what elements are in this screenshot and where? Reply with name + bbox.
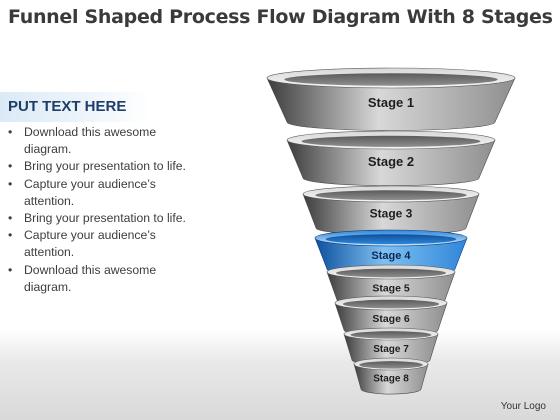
- funnel-ring-body: [353, 363, 429, 395]
- funnel-ring-opening: [284, 73, 498, 86]
- bullet-text: Download this awesome diagram.: [24, 262, 157, 294]
- funnel-ring-opening: [359, 361, 423, 369]
- funnel-stage-3: Stage 3: [302, 185, 480, 236]
- bullet-item: • Download this awesome diagram.: [6, 262, 191, 296]
- funnel-stage-8: Stage 8: [353, 357, 429, 395]
- funnel-ring-opening: [325, 234, 457, 245]
- bullet-text: Download this awesome diagram.: [24, 125, 157, 157]
- funnel-ring-opening: [350, 331, 432, 339]
- bullet-dot: •: [8, 211, 13, 226]
- bullet-item: • Download this awesome diagram.: [6, 124, 191, 158]
- funnel-stage-2: Stage 2: [286, 130, 496, 186]
- page-title: Funnel Shaped Process Flow Diagram With …: [8, 6, 553, 28]
- bullet-item: • Bring your presentation to life.: [6, 210, 191, 227]
- funnel-stage-1: Stage 1: [266, 67, 516, 131]
- funnel-stage-6: Stage 6: [334, 295, 448, 337]
- bullet-text: Bring your presentation to life.: [24, 211, 186, 226]
- text-heading: PUT TEXT HERE: [8, 98, 127, 115]
- logo-text: Your Logo: [500, 401, 546, 412]
- bullet-item: • Bring your presentation to life.: [6, 158, 191, 175]
- funnel-ring-body: [266, 77, 516, 131]
- funnel-ring-opening: [342, 299, 440, 309]
- funnel-ring-opening: [315, 190, 467, 201]
- bullet-dot: •: [8, 159, 13, 174]
- stage-label: Stage 6: [372, 313, 410, 325]
- funnel-ring-body: [286, 139, 496, 186]
- heading-band: [0, 92, 150, 122]
- bullet-text: Capture your audience’s attention.: [24, 228, 156, 260]
- bullet-dot: •: [8, 228, 13, 243]
- stage-label: Stage 7: [373, 344, 409, 355]
- funnel-stage-7: Stage 7: [343, 327, 439, 366]
- stage-label: Stage 2: [368, 154, 414, 169]
- bullet-dot: •: [8, 125, 13, 139]
- stage-label: Stage 5: [372, 282, 410, 294]
- bullet-item: • Capture your audience’s attention.: [6, 227, 191, 261]
- stage-label: Stage 4: [371, 250, 411, 262]
- stage-label: Stage 1: [368, 95, 414, 110]
- bullet-list: • Download this awesome diagram. • Bring y…: [6, 124, 191, 296]
- stage-label: Stage 3: [370, 206, 413, 220]
- funnel-ring-opening: [335, 268, 447, 278]
- bullet-text: Capture your audience’s attention.: [24, 176, 156, 208]
- bullet-dot: •: [8, 262, 13, 277]
- bullet-dot: •: [8, 176, 13, 191]
- floor-gradient: [0, 330, 560, 420]
- bullet-text: Bring your presentation to life.: [24, 159, 186, 174]
- stage-label: Stage 8: [373, 374, 409, 385]
- funnel-ring-opening: [301, 135, 481, 147]
- bullet-item: • Capture your audience’s attention.: [6, 176, 191, 210]
